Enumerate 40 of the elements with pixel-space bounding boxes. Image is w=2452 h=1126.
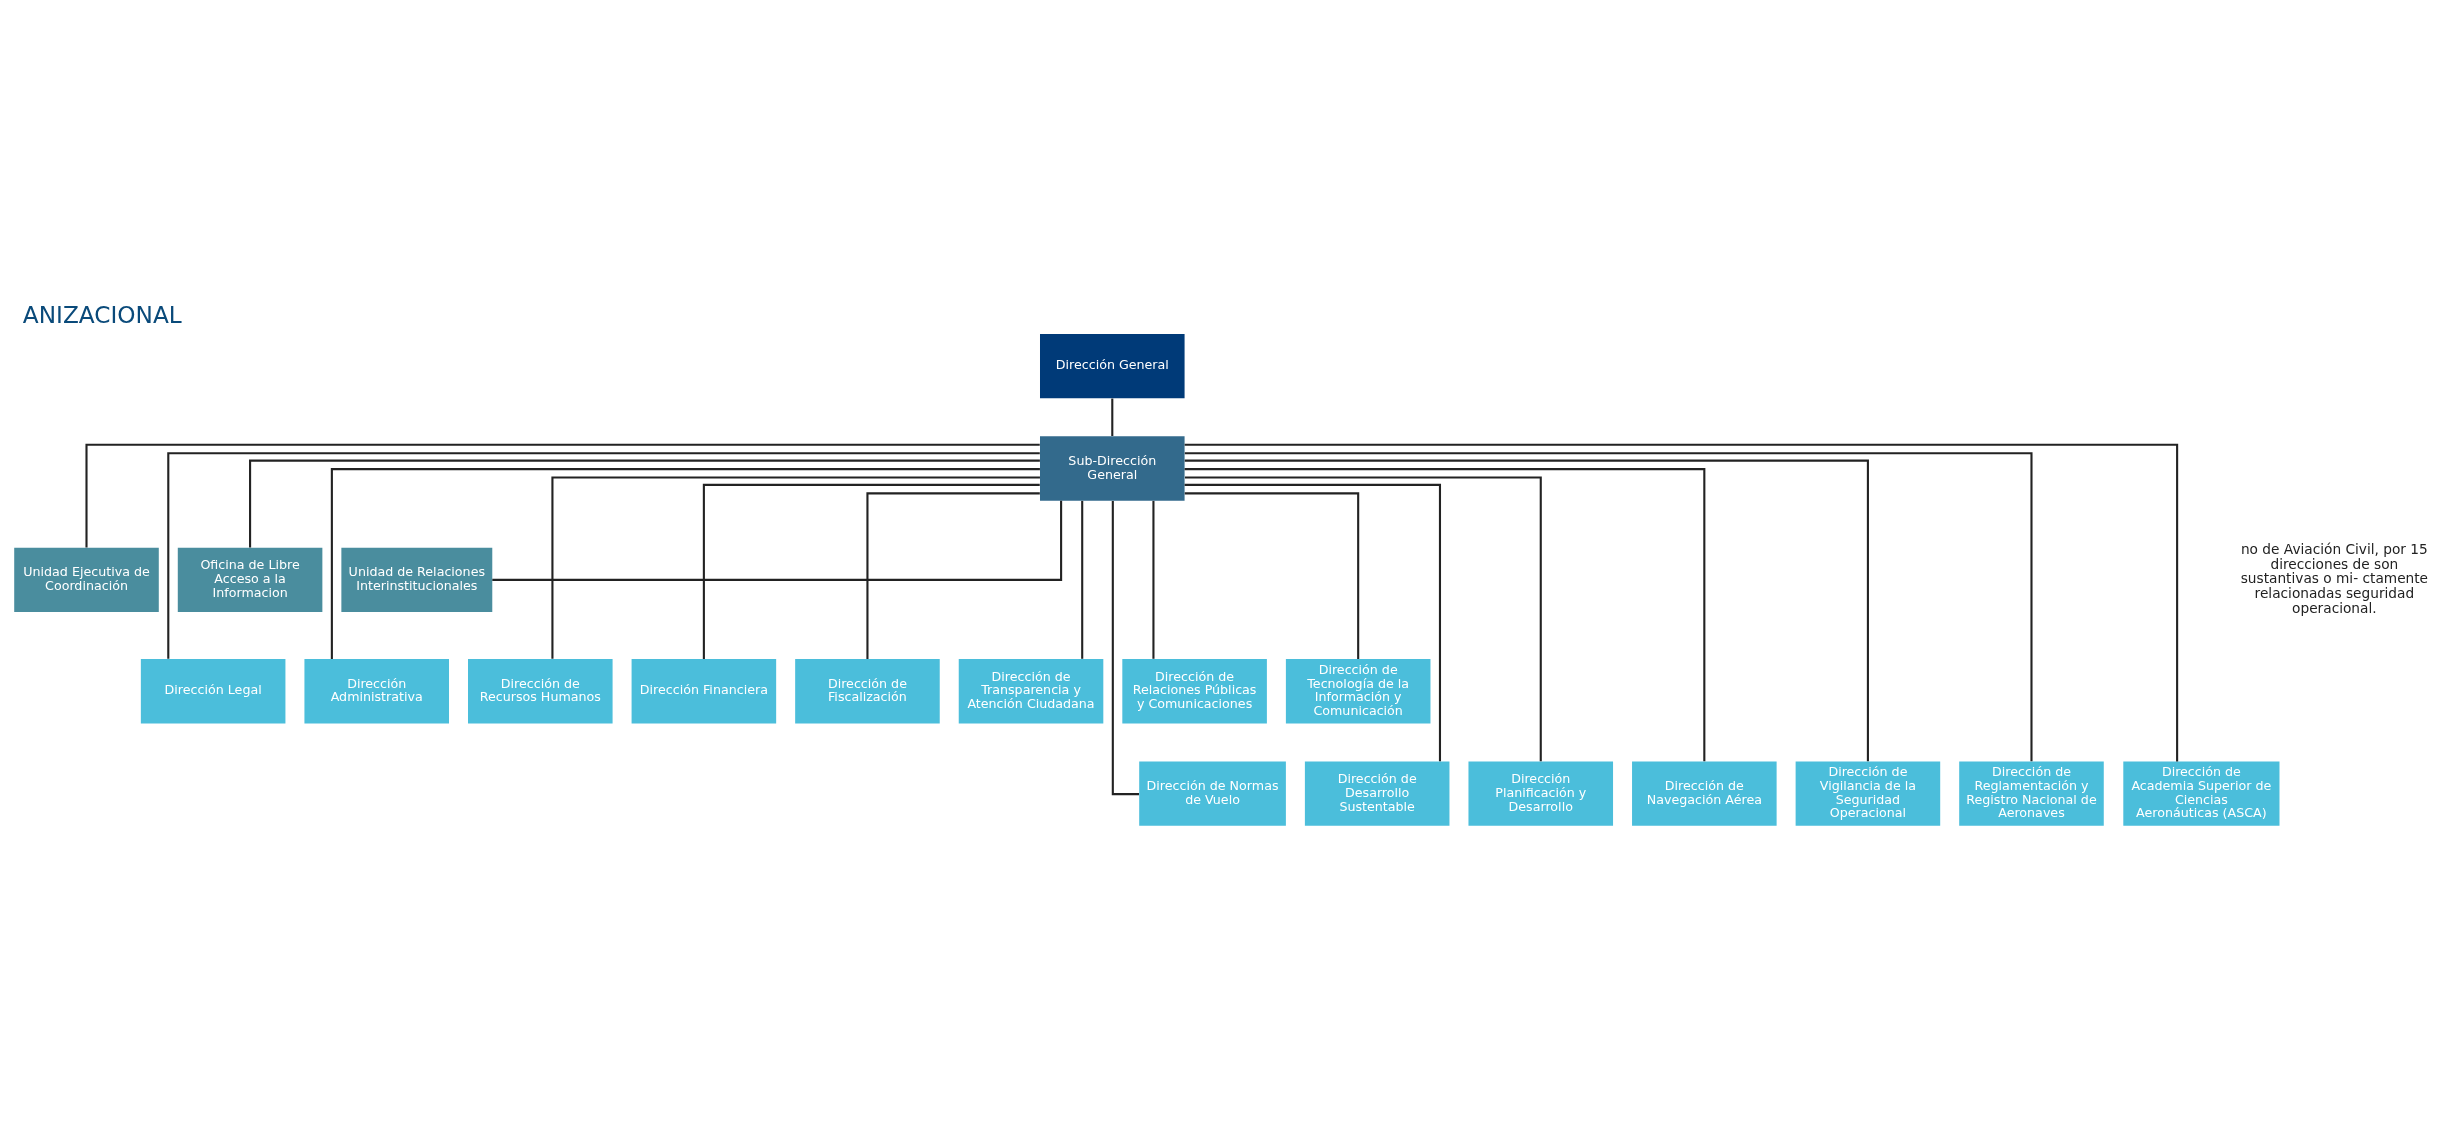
connector [330,468,1040,659]
node-box: Dirección Planificación y Desarrollo [1468,761,1614,826]
node-box: Dirección de Desarrollo Sustentable [1304,761,1450,826]
connector [1152,500,1155,659]
connector [1081,500,1084,659]
connector [866,492,1040,659]
node-box: Dirección de Reglamentación y Registro Nacional de Aeronaves [1959,761,2104,826]
connector [1184,459,1869,762]
connector [492,500,1063,581]
connector [1184,443,2179,762]
connector [1184,483,1442,762]
node-box: Oficina de Libre Acceso a la Informacion [177,547,323,613]
node-box: Sub-Dirección General [1040,436,1185,501]
node-box: Dirección General [1040,334,1185,399]
connector [702,483,1040,659]
node-box: Unidad Ejecutiva de Coordinación [14,547,159,613]
node-box: Dirección de Fiscalización [795,659,940,724]
node-box: Dirección de Vigilancia de la Seguridad Operacional [1795,761,1941,826]
connector [551,476,1040,659]
connector [1184,452,2033,762]
connector [1111,398,1114,436]
node-box: Dirección de Relaciones Públicas y Comunicaciones [1122,659,1267,724]
connector [85,443,1040,548]
node-box: Dirección de Normas de Vuelo [1139,761,1286,826]
connector [1184,476,1542,762]
node-box: Dirección de Navegación Aérea [1632,761,1777,826]
node-box: Dirección de Academia Superior de Ciencias Aeronáuticas (ASCA) [2123,761,2280,826]
diagram-title: ANIZACIONAL [22,301,182,329]
node-box: Unidad de Relaciones Interinstitucionales [341,547,493,613]
node-box: Dirección de Transparencia y Atención Ciudadana [958,659,1104,724]
node-box: Dirección Financiera [631,659,777,724]
label: no de Aviación Civil, por 15 direcciones de son sustantivas o mi- ctamente relacionadas seguridad operacional. [2240,540,2429,617]
connector [167,452,1040,659]
connector [1184,492,1360,659]
node-box: Dirección Legal [140,659,286,724]
node-box: Dirección de Recursos Humanos [468,659,613,724]
node-box: Dirección de Tecnología de la Información y Comunicación [1285,659,1431,724]
connector [249,459,1040,548]
connector [1184,468,1706,762]
node-box: Dirección Administrativa [304,659,449,724]
